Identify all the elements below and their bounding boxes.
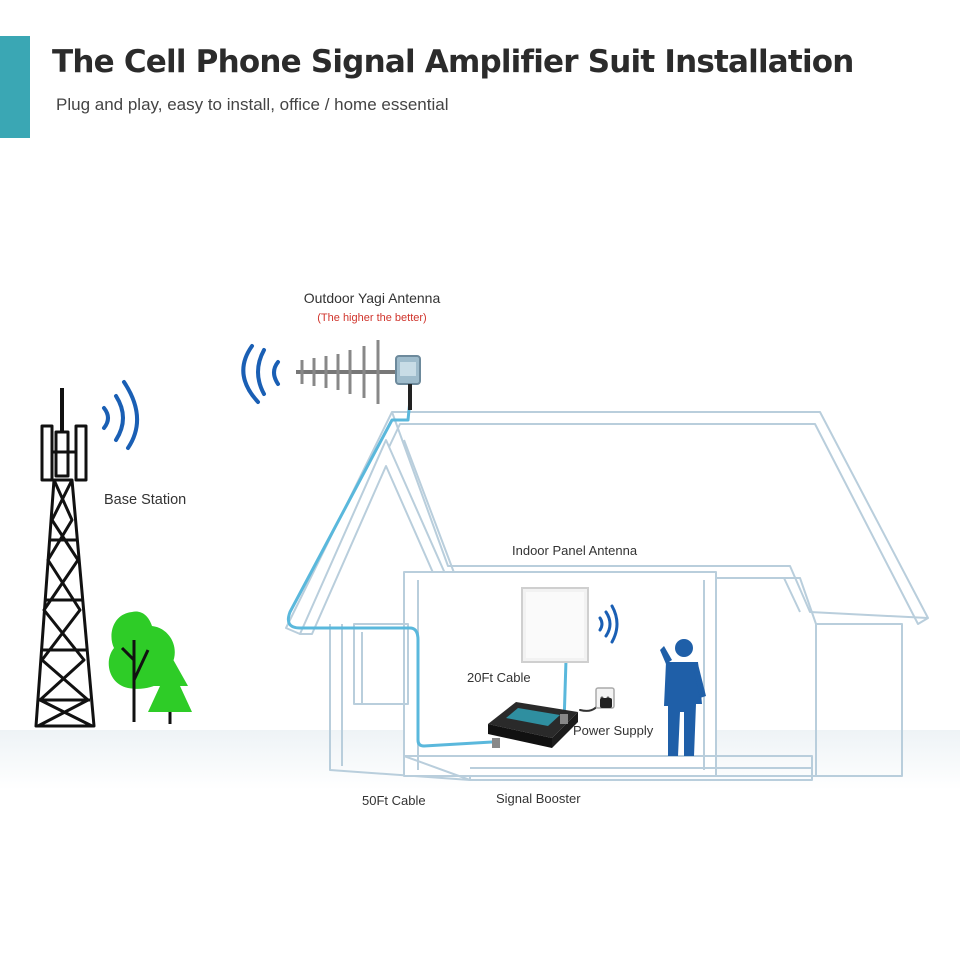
indoor-antenna-label: Indoor Panel Antenna <box>512 543 638 558</box>
cable-20ft-label: 20Ft Cable <box>467 670 531 685</box>
cable-50ft-path <box>286 398 494 748</box>
base-station-tower <box>34 388 96 728</box>
base-station-label: Base Station <box>104 492 186 508</box>
power-supply-label: Power Supply <box>573 723 654 738</box>
signal-booster <box>488 702 578 748</box>
house <box>285 411 929 781</box>
trees <box>108 611 192 724</box>
header-accent-bar <box>0 36 30 138</box>
outdoor-antenna-label: Outdoor Yagi Antenna <box>304 290 441 306</box>
person-on-phone <box>660 639 706 756</box>
signal-booster-label: Signal Booster <box>496 791 581 806</box>
power-outlet <box>595 687 615 709</box>
indoor-panel-antenna <box>521 587 619 663</box>
cable-50ft-label: 50Ft Cable <box>362 793 426 808</box>
page-subtitle: Plug and play, easy to install, office /… <box>56 95 449 114</box>
yagi-signal-waves <box>241 344 280 404</box>
outdoor-antenna-note: (The higher the better) <box>317 312 426 324</box>
yagi-antenna <box>241 340 421 410</box>
page-title: The Cell Phone Signal Amplifier Suit Ins… <box>52 44 854 80</box>
tower-signal-waves <box>102 380 140 450</box>
panel-signal-waves <box>598 604 619 644</box>
